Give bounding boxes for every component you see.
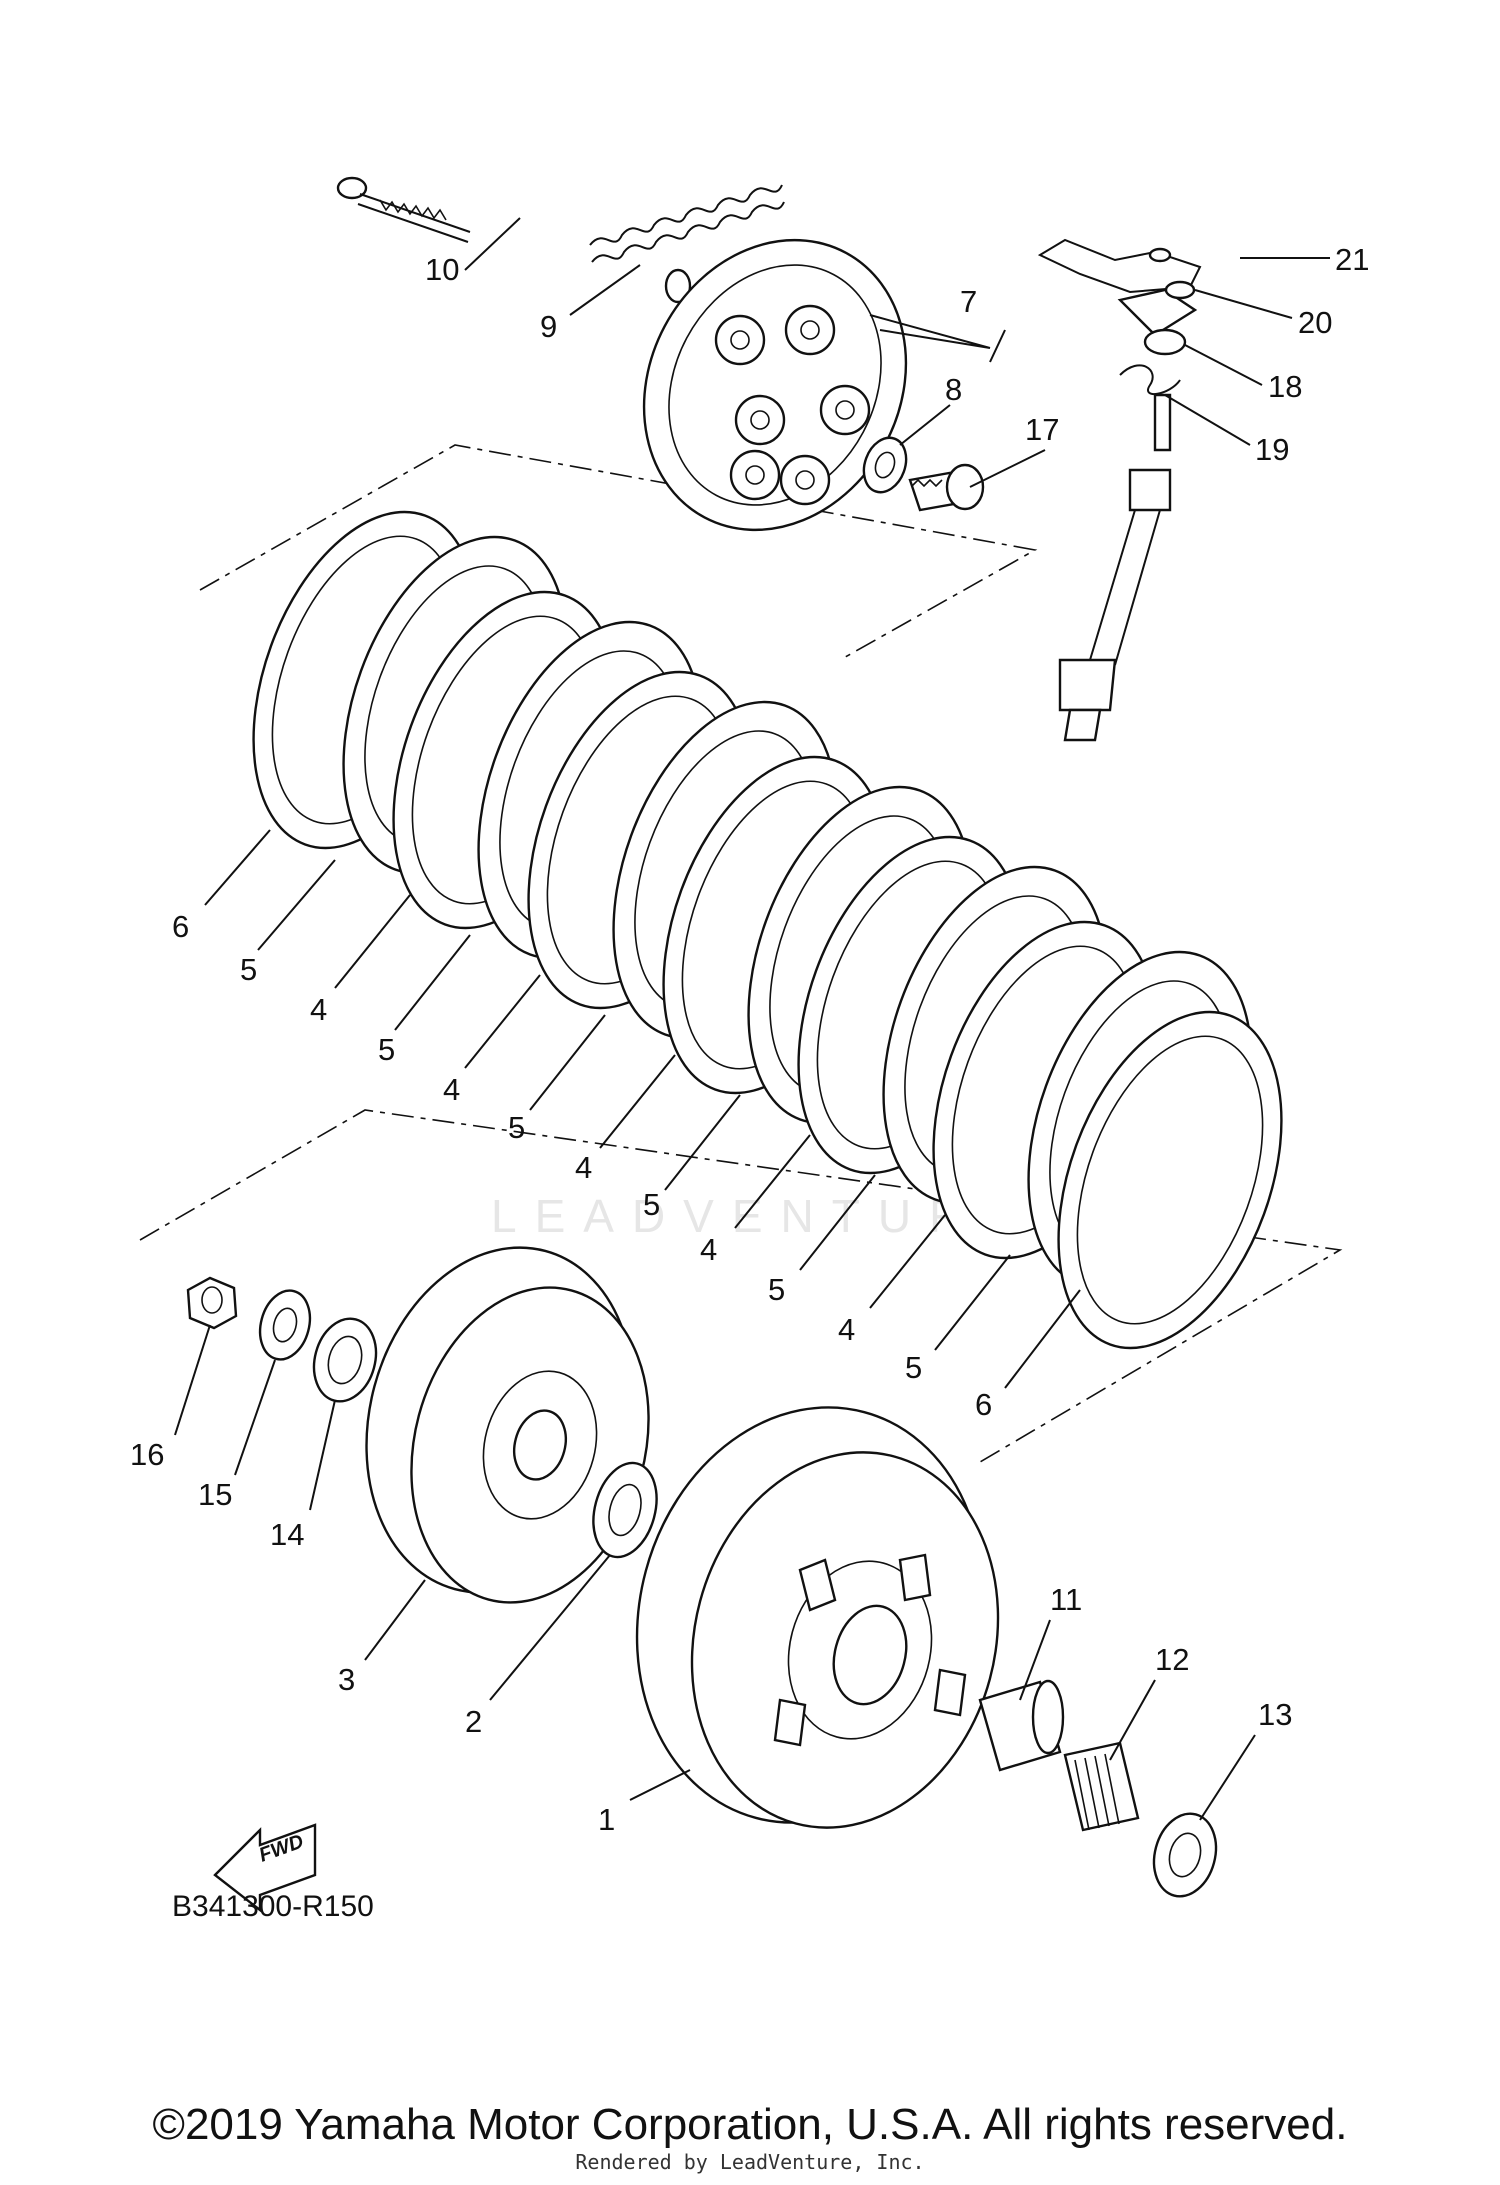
washer-13 [1152, 1812, 1218, 1898]
pressure-plate-7 [642, 238, 908, 532]
push-rod-17 [908, 463, 985, 512]
callout-5-a: 5 [240, 952, 257, 987]
callout-5-d: 5 [643, 1187, 660, 1222]
callout-5-e: 5 [768, 1272, 785, 1307]
callout-5-b: 5 [378, 1032, 395, 1067]
needle-bearing-12 [1063, 1741, 1140, 1832]
callout-21: 21 [1335, 242, 1369, 277]
callout-6-lower: 6 [975, 1387, 992, 1422]
callout-4-e: 4 [838, 1312, 855, 1347]
callout-4-c: 4 [575, 1150, 592, 1185]
callout-17: 17 [1025, 412, 1059, 447]
callout-15: 15 [198, 1477, 232, 1512]
callout-2: 2 [465, 1704, 482, 1739]
callout-16: 16 [130, 1437, 164, 1472]
callout-5-c: 5 [508, 1110, 525, 1145]
release-shaft-assembly [1037, 238, 1202, 742]
clutch-plate-stack [252, 510, 1283, 1350]
spring-9 [589, 184, 785, 304]
callout-10: 10 [425, 252, 459, 287]
callout-12: 12 [1155, 1642, 1189, 1677]
leader-lines-plates [204, 829, 1081, 1389]
watermark-text: LEADVENTURE [491, 1190, 1029, 1242]
rendered-by-credit: Rendered by LeadVenture, Inc. [575, 2150, 925, 2174]
callout-9: 9 [540, 309, 557, 344]
callout-5-f: 5 [905, 1350, 922, 1385]
callout-7: 7 [960, 284, 977, 319]
washer-15 [258, 1289, 312, 1361]
clutch-boss-3 [365, 1246, 650, 1604]
callout-11: 11 [1050, 1582, 1082, 1617]
leader-lines [464, 217, 1330, 488]
clutch-housing-1 [635, 1406, 1000, 1829]
callout-4-d: 4 [700, 1232, 717, 1267]
callout-4-a: 4 [310, 992, 327, 1027]
callout-labels: 21 20 18 19 10 9 7 8 17 6 5 4 5 4 5 4 5 … [130, 242, 1369, 1837]
callout-8: 8 [945, 372, 962, 407]
bolt-10 [336, 176, 471, 243]
callout-6-upper: 6 [172, 909, 189, 944]
leader-lines-hub [174, 1324, 1256, 1821]
nut-16 [186, 1276, 238, 1330]
bearing-8 [862, 436, 908, 494]
copyright-notice: ©2019 Yamaha Motor Corporation, U.S.A. A… [152, 2100, 1348, 2149]
callout-1: 1 [598, 1802, 615, 1837]
spacer-11 [978, 1679, 1065, 1772]
callout-18: 18 [1268, 369, 1302, 404]
washer-14 [312, 1317, 378, 1403]
callout-13: 13 [1258, 1697, 1292, 1732]
callout-3: 3 [338, 1662, 355, 1697]
diagram-code: B341300-R150 [172, 1890, 374, 1923]
plate-stack-outline-lower [139, 1109, 1343, 1466]
callout-14: 14 [270, 1517, 304, 1552]
callout-19: 19 [1255, 432, 1289, 467]
callout-4-b: 4 [443, 1072, 460, 1107]
callout-20: 20 [1298, 305, 1332, 340]
washer-2 [592, 1461, 658, 1559]
